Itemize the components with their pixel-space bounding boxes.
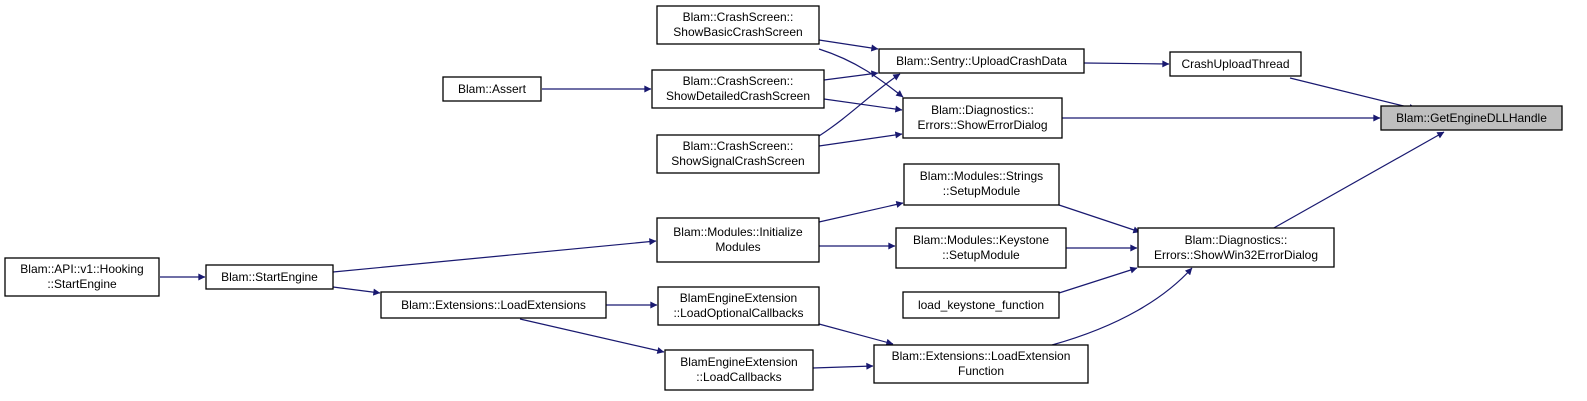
node-upload-crash-data[interactable]: Blam::Sentry::UploadCrashData [878,48,1085,74]
edge-load-ext-fn-to-win32 [1051,267,1193,346]
node-line-1: Blam::Sentry::UploadCrashData [896,54,1067,68]
node-line-1: Blam::Assert [458,82,527,96]
edge-show-basic-to-show-error [818,48,904,98]
node-start-engine[interactable]: Blam::StartEngine [205,264,334,290]
edge-show-signal-to-upload [818,73,901,137]
node-keystone-setup-module[interactable]: Blam::Modules::Keystone ::SetupModule [895,227,1067,269]
node-line-2: ShowDetailedCrashScreen [666,89,810,103]
node-line-1: BlamEngineExtension [680,291,797,305]
node-line-2: Modules [715,240,760,254]
edge-load-optional-to-load-ext-fn [818,323,894,346]
edges [160,39,1445,370]
edge-start-engine-to-init-modules [332,238,657,273]
node-get-engine-dll-handle[interactable]: Blam::GetEngineDLLHandle [1380,105,1563,131]
edge-upload-to-crash-thread [1083,60,1170,68]
node-line-1: Blam::Extensions::LoadExtension [892,349,1071,363]
node-show-detailed-crash-screen[interactable]: Blam::CrashScreen:: ShowDetailedCrashScr… [651,69,825,109]
node-load-callbacks[interactable]: BlamEngineExtension ::LoadCallbacks [664,349,814,391]
node-line-1: Blam::Diagnostics:: [931,103,1034,117]
node-line-1: Blam::API::v1::Hooking [20,262,143,276]
node-load-extension-function[interactable]: Blam::Extensions::LoadExtension Function [873,344,1089,384]
node-strings-setup-module[interactable]: Blam::Modules::Strings ::SetupModule [903,163,1060,206]
node-show-error-dialog[interactable]: Blam::Diagnostics:: Errors::ShowErrorDia… [902,97,1063,139]
node-line-1: Blam::Modules::Keystone [913,233,1049,247]
node-show-signal-crash-screen[interactable]: Blam::CrashScreen:: ShowSignalCrashScree… [656,134,820,174]
edge-show-basic-to-upload [818,39,879,52]
edge-load-keystone-fn-to-win32 [1058,266,1138,294]
edge-load-callbacks-to-load-ext-fn [812,362,874,370]
node-initialize-modules[interactable]: Blam::Modules::Initialize Modules [656,217,820,263]
node-line-2: Errors::ShowErrorDialog [917,118,1047,132]
node-crash-upload-thread[interactable]: CrashUploadThread [1169,51,1302,77]
node-line-2: ::SetupModule [942,248,1020,262]
node-line-2: ::LoadOptionalCallbacks [673,306,803,320]
node-line-1: Blam::CrashScreen:: [683,139,794,153]
node-load-keystone-function[interactable]: load_keystone_function [902,291,1060,319]
node-line-1: Blam::Diagnostics:: [1185,233,1288,247]
edge-show-signal-to-show-error [818,131,903,147]
edge-show-detailed-to-upload [823,70,879,81]
node-api-hooking-start-engine[interactable]: Blam::API::v1::Hooking ::StartEngine [4,257,160,297]
node-line-2: ::StartEngine [47,277,117,291]
node-show-basic-crash-screen[interactable]: Blam::CrashScreen:: ShowBasicCrashScreen [656,5,820,45]
node-line-1: Blam::Modules::Strings [920,169,1043,183]
node-line-1: load_keystone_function [918,298,1044,312]
node-line-1: Blam::CrashScreen:: [683,10,794,24]
edge-crash-thread-to-get-dll [1289,77,1417,111]
node-line-2: ShowSignalCrashScreen [671,154,804,168]
node-line-1: Blam::Extensions::LoadExtensions [401,298,586,312]
node-line-1: Blam::StartEngine [221,270,318,284]
node-line-1: Blam::Modules::Initialize [673,225,803,239]
node-assert[interactable]: Blam::Assert [442,76,542,102]
node-load-extensions[interactable]: Blam::Extensions::LoadExtensions [380,291,607,319]
edge-start-engine-to-load-extensions [332,286,381,296]
node-line-2: ::LoadCallbacks [696,370,781,384]
node-line-2: ShowBasicCrashScreen [673,25,802,39]
node-line-1: BlamEngineExtension [680,355,797,369]
edge-show-detailed-to-show-error [823,98,903,113]
edge-win32-to-get-dll [1271,131,1445,230]
node-load-optional-callbacks[interactable]: BlamEngineExtension ::LoadOptionalCallba… [657,286,820,326]
node-line-1: CrashUploadThread [1181,57,1289,71]
node-line-2: ::SetupModule [943,184,1021,198]
edge-load-extensions-to-load-callbacks [519,318,665,354]
node-line-1: Blam::GetEngineDLLHandle [1396,111,1547,125]
node-line-2: Errors::ShowWin32ErrorDialog [1154,248,1318,262]
node-line-1: Blam::CrashScreen:: [683,74,794,88]
edge-strings-to-win32 [1058,204,1141,234]
node-show-win32-error-dialog[interactable]: Blam::Diagnostics:: Errors::ShowWin32Err… [1137,227,1335,268]
edge-init-modules-to-strings [818,201,904,223]
node-line-2: Function [958,364,1004,378]
